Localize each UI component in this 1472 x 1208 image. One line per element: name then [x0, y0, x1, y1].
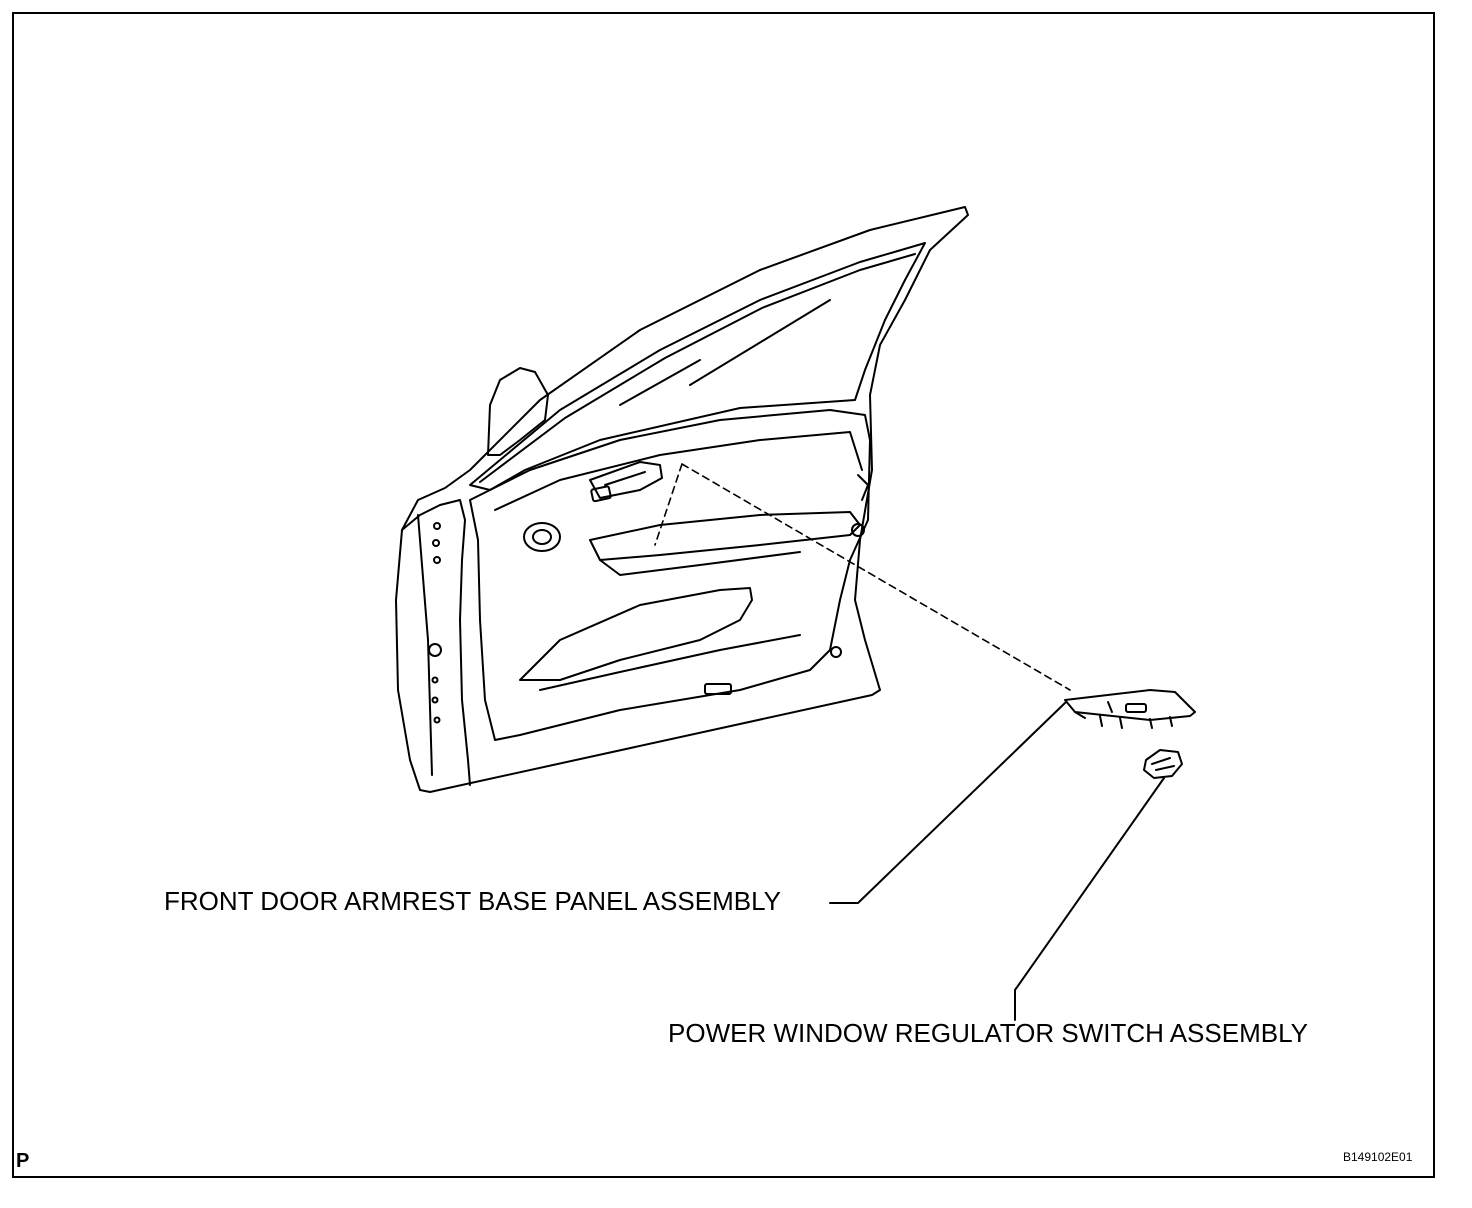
armrest-panel-label: FRONT DOOR ARMREST BASE PANEL ASSEMBLY — [164, 886, 781, 916]
armrest-base-panel-part — [1064, 689, 1196, 729]
front-door-drawing — [395, 206, 969, 793]
window-switch-label: POWER WINDOW REGULATOR SWITCH ASSEMBLY — [668, 1018, 1308, 1048]
leader-line-switch — [1014, 777, 1165, 1021]
removal-direction-line — [654, 463, 1071, 691]
window-switch-part — [1143, 749, 1183, 779]
leader-line-armrest — [829, 701, 1067, 904]
figure-border — [12, 12, 1435, 1178]
corner-mark: P — [16, 1150, 30, 1172]
figure-code: B149102E01 — [1343, 1150, 1413, 1164]
